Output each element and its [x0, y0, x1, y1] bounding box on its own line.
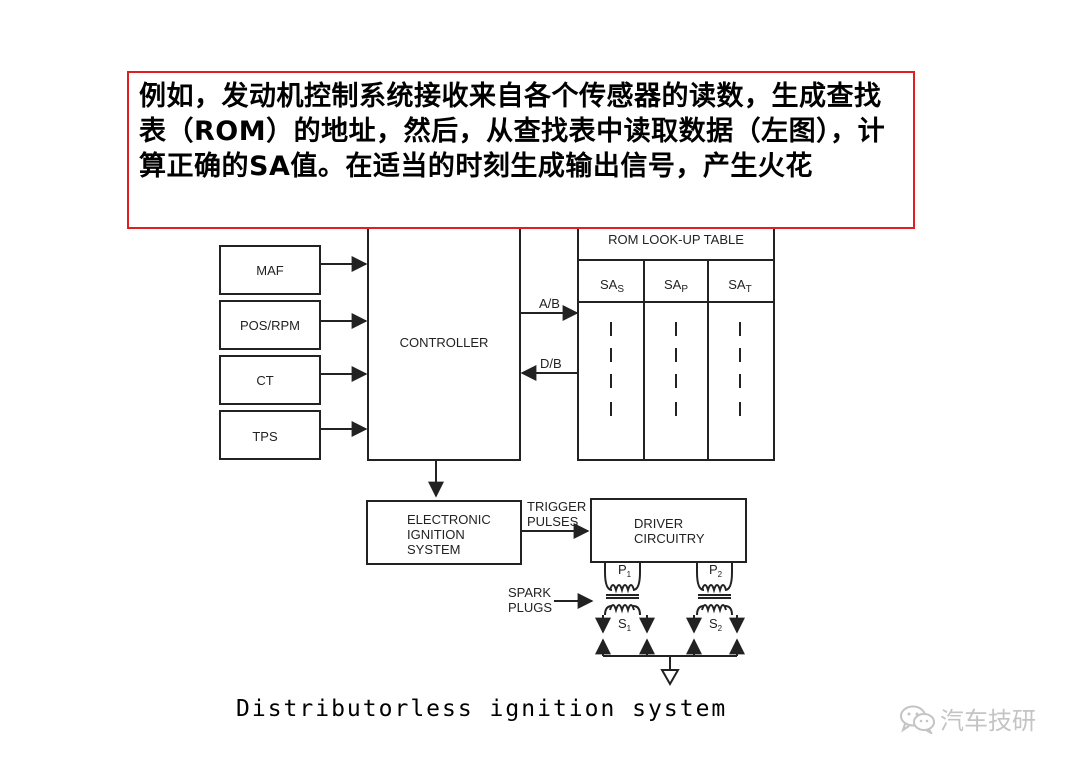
sensor-box-tps	[219, 410, 321, 460]
rom-column-entries	[610, 322, 741, 416]
sensor-label-pos-rpm: POS/RPM	[240, 318, 300, 333]
annotation-text: 例如，发动机控制系统接收来自各个传感器的读数，生成查找表（ROM）的地址，然后，…	[139, 81, 886, 182]
controller-box	[367, 225, 521, 461]
ignition-system-box	[366, 500, 522, 565]
rom-column-sa-p: SAP	[664, 277, 688, 295]
rom-column-sa-s: SAS	[600, 277, 624, 295]
data-bus-label: D/B	[540, 356, 562, 371]
coil-1-primary-label: P1	[618, 562, 632, 579]
spark-plug-gaps	[595, 615, 745, 656]
annotation-box: 例如，发动机控制系统接收来自各个传感器的读数，生成查找表（ROM）的地址，然后，…	[127, 71, 915, 229]
controller-label: CONTROLLER	[400, 335, 489, 350]
wechat-icon	[900, 705, 935, 734]
spark-plugs-label: SPARK PLUGS	[508, 585, 555, 615]
ground-symbol	[660, 669, 680, 687]
trigger-pulses-label: TRIGGER PULSES	[527, 499, 590, 529]
rom-column-sa-t: SAT	[728, 277, 751, 295]
ignition-system-label: ELECTRONIC IGNITION SYSTEM	[407, 512, 494, 557]
ignition-coil-1	[604, 562, 641, 616]
diagram-caption: Distributorless ignition system	[236, 696, 728, 722]
coil-2-primary-label: P2	[709, 562, 723, 579]
coil-1-secondary-label: S1	[618, 616, 632, 633]
driver-circuitry-box	[590, 498, 747, 563]
sensor-box-pos-rpm	[219, 300, 321, 350]
sensor-box-maf	[219, 245, 321, 295]
rom-table-box	[577, 214, 775, 461]
driver-circuitry-label: DRIVER CIRCUITRY	[634, 516, 705, 546]
coil-2-secondary-label: S2	[709, 616, 723, 633]
sensor-label-maf: MAF	[256, 263, 284, 278]
sensor-label-ct: CT	[256, 373, 273, 388]
watermark: 汽车技研	[898, 701, 1036, 736]
ignition-coil-2	[696, 562, 733, 616]
address-bus-label: A/B	[539, 296, 560, 311]
sensor-box-ct	[219, 355, 321, 405]
watermark-text: 汽车技研	[940, 707, 1036, 735]
sensor-label-tps: TPS	[252, 429, 278, 444]
rom-table-title: ROM LOOK-UP TABLE	[608, 232, 744, 247]
